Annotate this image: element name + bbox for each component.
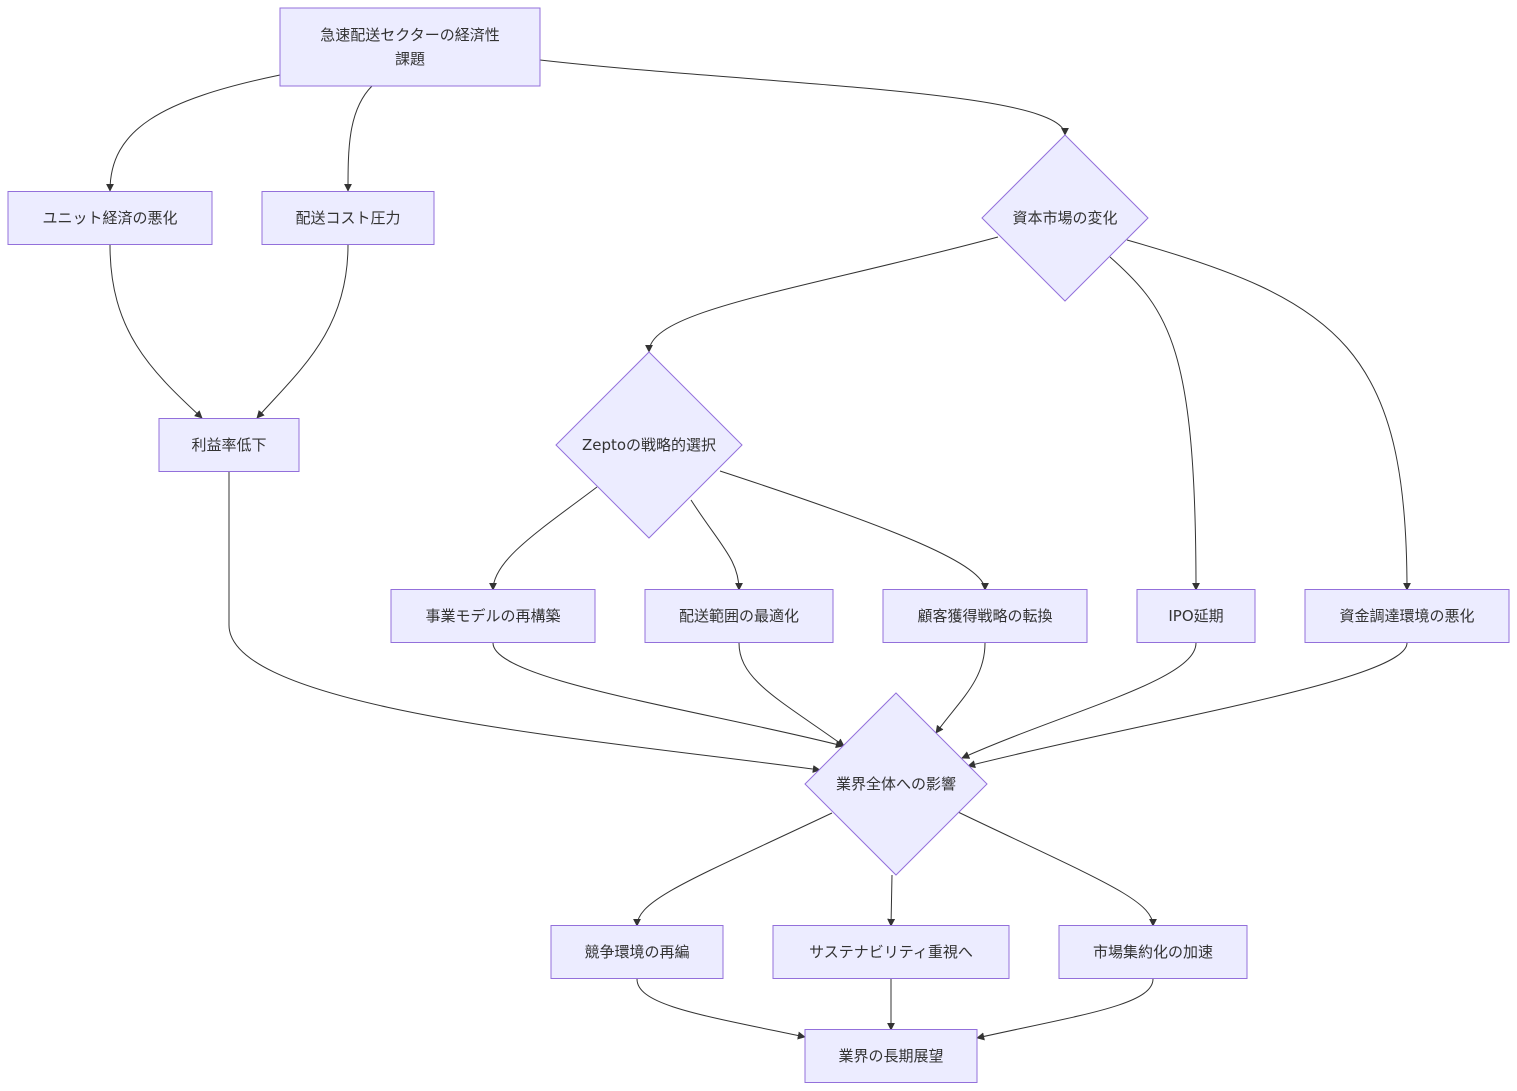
- node-outlook-label: 業界の長期展望: [838, 1047, 943, 1065]
- node-biz: 事業モデルの再構築: [390, 589, 596, 643]
- node-cust: 顧客獲得戦略の転換: [882, 589, 1088, 643]
- node-area-box: [644, 589, 834, 643]
- edge-cust-to-impact: [935, 642, 986, 734]
- node-outlook-box: [804, 1029, 978, 1083]
- node-sustain-box: [772, 925, 1010, 979]
- node-capital-diamond: [981, 134, 1149, 302]
- node-fund-box: [1304, 589, 1510, 643]
- node-outlook: 業界の長期展望: [804, 1029, 978, 1083]
- edge-biz-to-impact: [492, 642, 844, 749]
- node-margin-label: 利益率低下: [191, 436, 266, 454]
- edge-unit-to-margin: [109, 244, 203, 419]
- node-impact-label: 業界全体への影響: [836, 775, 956, 793]
- edge-capital-to-zepto: [645, 236, 999, 353]
- node-unit-box: [7, 191, 213, 245]
- node-consol: 市場集約化の加速: [1058, 925, 1248, 979]
- edge-root-to-unit: [106, 74, 281, 192]
- node-biz-label: 事業モデルの再構築: [425, 607, 560, 625]
- edge-root-to-cost: [344, 85, 373, 192]
- node-zepto-diamond: [555, 351, 743, 539]
- node-impact-diamond: [804, 692, 988, 876]
- node-cost-label: 配送コスト圧力: [295, 209, 400, 227]
- node-ipo: IPO延期: [1136, 589, 1256, 643]
- edge-root-to-capital: [539, 59, 1069, 136]
- edge-capital-to-ipo: [1109, 256, 1200, 591]
- node-consol-box: [1058, 925, 1248, 979]
- node-capital: 資本市場の変化: [981, 134, 1149, 302]
- node-capital-label: 資本市場の変化: [1012, 209, 1117, 227]
- node-sustain: サステナビリティ重視へ: [772, 925, 1010, 979]
- node-consol-label: 市場集約化の加速: [1093, 943, 1213, 961]
- edge-comp-to-outlook: [636, 978, 806, 1040]
- node-zepto: Zeptoの戦略的選択: [555, 351, 743, 539]
- node-comp: 競争環境の再編: [550, 925, 724, 979]
- edge-impact-to-sustain: [887, 874, 896, 927]
- edges-layer: [106, 59, 1411, 1041]
- node-margin: 利益率低下: [158, 418, 300, 472]
- node-area: 配送範囲の最適化: [644, 589, 834, 643]
- edge-impact-to-consol: [957, 811, 1157, 927]
- node-comp-label: 競争環境の再編: [584, 943, 689, 961]
- node-cust-box: [882, 589, 1088, 643]
- node-unit: ユニット経済の悪化: [7, 191, 213, 245]
- node-cost-box: [261, 191, 435, 245]
- edge-area-to-impact: [738, 642, 845, 747]
- node-root-box: [279, 7, 541, 87]
- node-impact: 業界全体への影響: [804, 692, 988, 876]
- edge-zepto-to-area: [690, 499, 743, 591]
- node-fund: 資金調達環境の悪化: [1304, 589, 1510, 643]
- edge-ipo-to-impact: [961, 642, 1197, 759]
- node-ipo-box: [1136, 589, 1256, 643]
- edge-cost-to-margin: [256, 244, 349, 419]
- edge-fund-to-impact: [967, 642, 1408, 769]
- node-ipo-label: IPO延期: [1168, 607, 1223, 625]
- node-biz-box: [390, 589, 596, 643]
- node-area-label: 配送範囲の最適化: [679, 607, 799, 625]
- node-root-label: 課題: [395, 50, 425, 68]
- node-sustain-label: サステナビリティ重視へ: [809, 943, 973, 961]
- edge-capital-to-fund: [1126, 239, 1411, 591]
- edge-consol-to-outlook: [976, 978, 1154, 1041]
- node-fund-label: 資金調達環境の悪化: [1339, 607, 1474, 625]
- node-unit-label: ユニット経済の悪化: [42, 209, 177, 227]
- edge-margin-to-impact: [228, 472, 821, 773]
- node-cust-label: 顧客獲得戦略の転換: [917, 607, 1052, 625]
- node-zepto-label: Zeptoの戦略的選択: [582, 436, 716, 454]
- edge-zepto-to-cust: [719, 470, 989, 591]
- node-comp-box: [550, 925, 724, 979]
- node-margin-box: [158, 418, 300, 472]
- node-cost: 配送コスト圧力: [261, 191, 435, 245]
- edge-zepto-to-biz: [489, 486, 598, 591]
- edge-impact-to-comp: [633, 812, 833, 927]
- node-root-label: 急速配送セクターの経済性: [320, 26, 499, 44]
